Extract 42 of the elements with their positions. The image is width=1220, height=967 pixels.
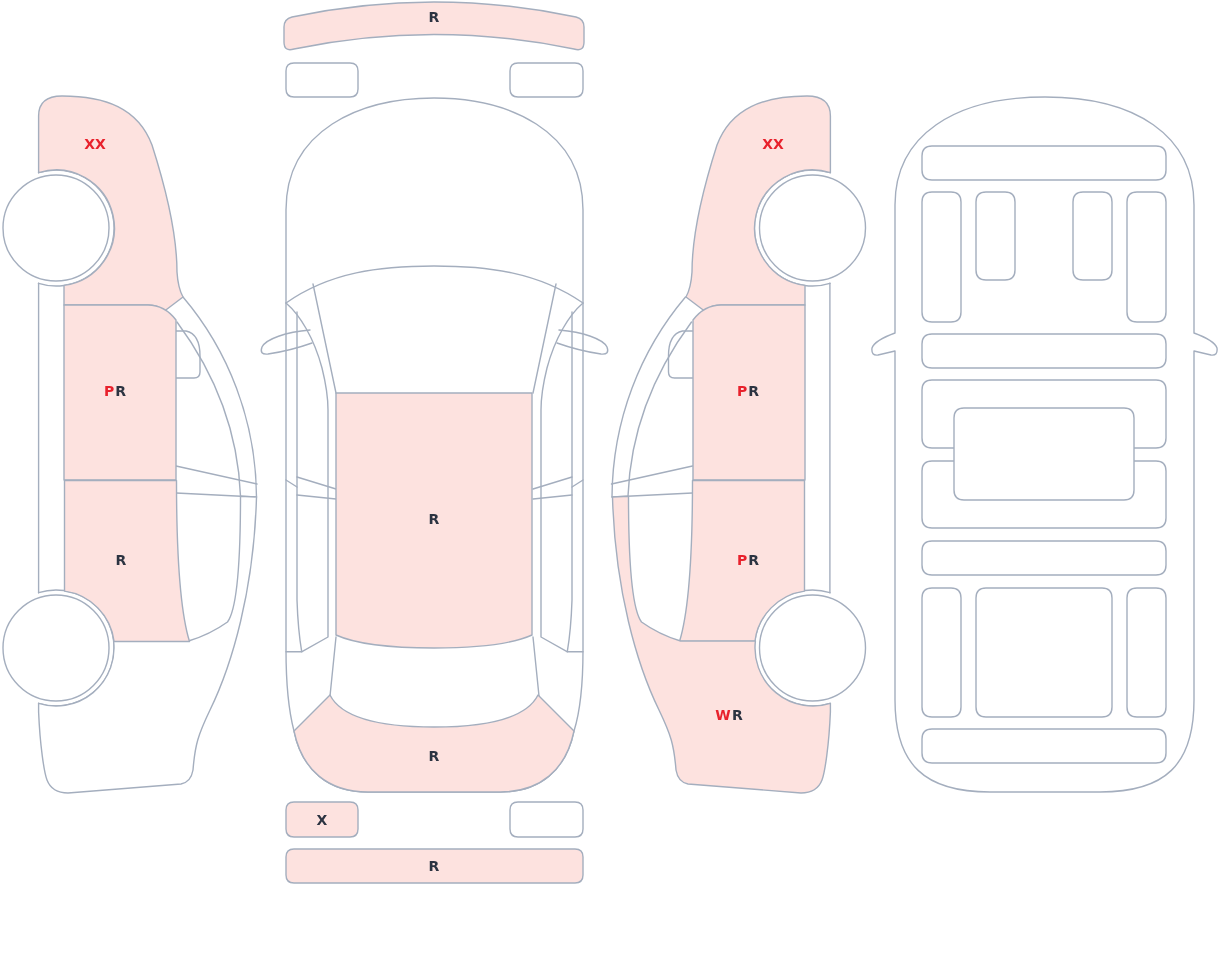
underbody-part: [922, 334, 1166, 368]
damage-code: R: [115, 384, 127, 398]
front-door-panel: [64, 305, 176, 480]
headlight-panel: [286, 63, 358, 97]
damage-code: R: [115, 553, 127, 567]
damage-code: P: [736, 384, 748, 398]
headlight-panel: [510, 63, 583, 97]
underbody-part: [1127, 192, 1166, 322]
damage-code: R: [428, 749, 440, 763]
underbody-part: [976, 588, 1112, 717]
underbody-part: [922, 588, 961, 717]
damage-code: P: [103, 384, 115, 398]
trunk-lid-panel: [294, 695, 574, 792]
damage-code: R: [748, 553, 760, 567]
underbody-part: [954, 408, 1134, 500]
roof-panel: [336, 393, 532, 648]
front-door-panel: [692, 305, 805, 480]
underbody-part: [922, 192, 961, 322]
damage-code: R: [428, 512, 440, 526]
damage-code: XX: [762, 137, 784, 151]
underbody-part: [976, 192, 1015, 280]
damage-code: X: [316, 812, 328, 827]
front-bumper-panel: [284, 2, 584, 53]
rear-door-panel: [63, 479, 190, 642]
taillight-panel: [286, 802, 358, 837]
damage-code: R: [428, 859, 440, 873]
underbody-part: [922, 729, 1166, 763]
damage-code: W: [715, 708, 731, 722]
underbody-part: [1073, 192, 1112, 280]
rear-door-panel: [679, 479, 805, 642]
front-fender-panel: [38, 95, 184, 312]
damage-code: R: [748, 384, 760, 398]
damage-code: P: [736, 553, 748, 567]
underbody-part: [1127, 588, 1166, 717]
front-fender-panel: [684, 95, 831, 312]
damage-code: R: [428, 10, 440, 24]
rear-bumper-panel: [286, 849, 583, 883]
damage-code: XX: [84, 137, 106, 151]
taillight-panel: [510, 802, 583, 837]
underbody-part: [922, 541, 1166, 575]
underbody-part: [922, 146, 1166, 180]
damage-code: R: [731, 708, 743, 722]
